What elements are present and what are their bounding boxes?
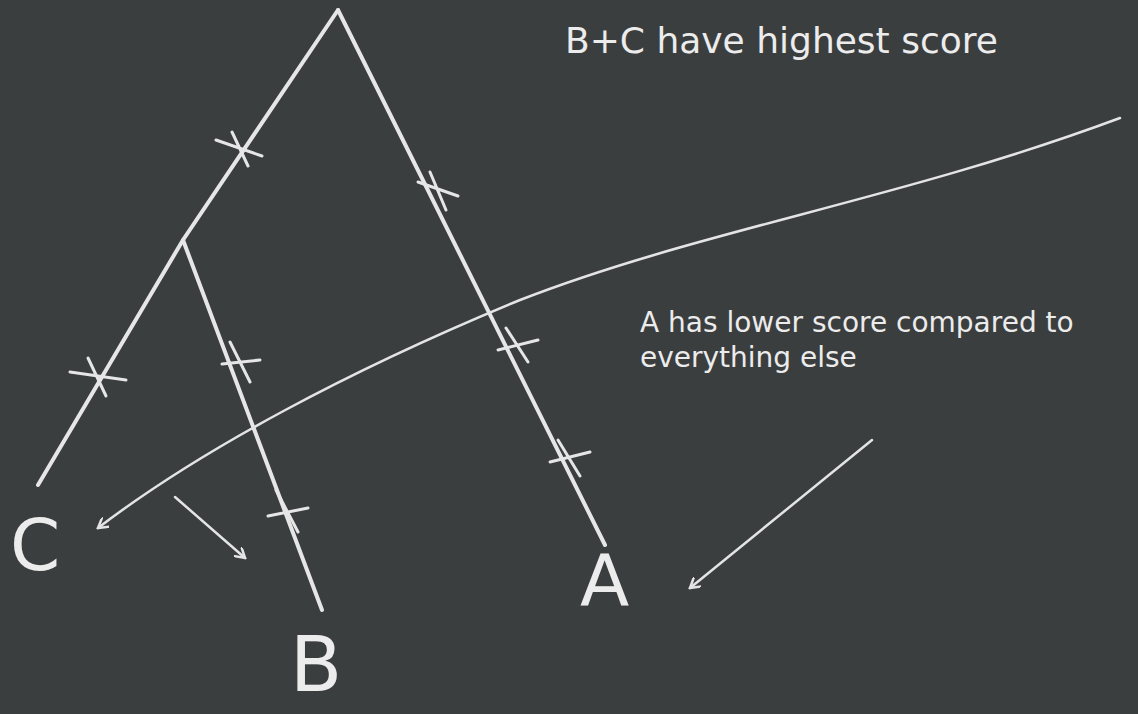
tree-branch <box>38 10 338 485</box>
leader-arrows <box>98 118 1120 588</box>
tree-branch <box>183 240 322 610</box>
tree-branch <box>338 10 605 545</box>
leaf-label: A <box>580 535 629 625</box>
leaf-label: B <box>290 617 342 712</box>
note-text: B+C have highest score <box>565 18 998 63</box>
mutation-ticks <box>70 132 590 532</box>
leaf-label: C <box>10 500 60 590</box>
note-text: A has lower score compared to everything… <box>640 305 1120 375</box>
